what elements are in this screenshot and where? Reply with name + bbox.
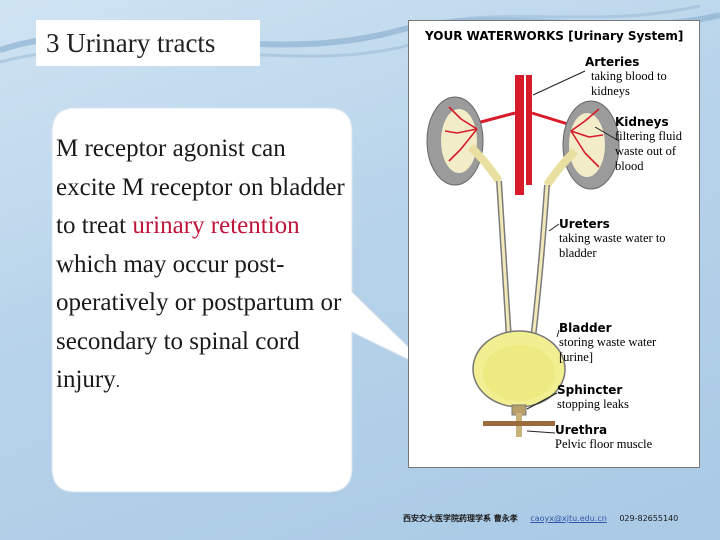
footer-email-link[interactable]: caoyx@xjtu.edu.cn	[530, 514, 607, 523]
footer-institution: 西安交大医学院药理学系 曹永孝	[403, 514, 518, 523]
label-ureters-heading: Ureters	[559, 217, 610, 231]
footer-phone: 029-82655140	[619, 514, 679, 523]
label-sphincter-desc: stopping leaks	[557, 397, 629, 411]
anatomy-illustration	[426, 70, 620, 437]
label-kidneys-desc: filtering fluid waste out of blood	[615, 129, 682, 173]
label-ureters: Ureters taking waste water to bladder	[559, 217, 679, 261]
label-arteries-heading: Arteries	[585, 55, 640, 69]
label-bladder-desc: storing waste water [urine]	[559, 335, 657, 364]
bubble-text-after: which may occur post-operatively or post…	[56, 250, 342, 394]
bubble-text: M receptor agonist can excite M receptor…	[56, 130, 346, 402]
label-bladder: Bladder storing waste water [urine]	[559, 321, 684, 365]
label-urethra-heading: Urethra	[555, 423, 608, 437]
label-ureters-desc: taking waste water to bladder	[559, 231, 666, 260]
label-arteries-desc: taking blood to kidneys	[591, 69, 667, 98]
slide-title: 3 Urinary tracts	[36, 20, 260, 66]
slide-footer: 西安交大医学院药理学系 曹永孝 caoyx@xjtu.edu.cn 029-82…	[403, 513, 678, 524]
label-kidneys-heading: Kidneys	[615, 115, 669, 129]
label-bladder-heading: Bladder	[559, 321, 612, 335]
urinary-system-diagram: YOUR WATERWORKS [Urinary System] Arterie…	[408, 20, 700, 468]
period-mark: .	[115, 372, 120, 391]
label-arteries: Arteries taking blood to kidneys	[585, 55, 691, 99]
label-sphincter: Sphincter stopping leaks	[557, 383, 629, 412]
label-urethra-desc: Pelvic floor muscle	[555, 437, 653, 451]
bubble-text-before: M receptor agonist can excite M receptor…	[56, 135, 345, 239]
diagram-title: YOUR WATERWORKS [Urinary System]	[425, 29, 684, 43]
label-kidneys: Kidneys filtering fluid waste out of blo…	[615, 115, 695, 174]
highlight-text: urinary retention	[132, 212, 300, 239]
label-sphincter-heading: Sphincter	[557, 383, 623, 397]
label-urethra: Urethra Pelvic floor muscle	[555, 423, 652, 452]
